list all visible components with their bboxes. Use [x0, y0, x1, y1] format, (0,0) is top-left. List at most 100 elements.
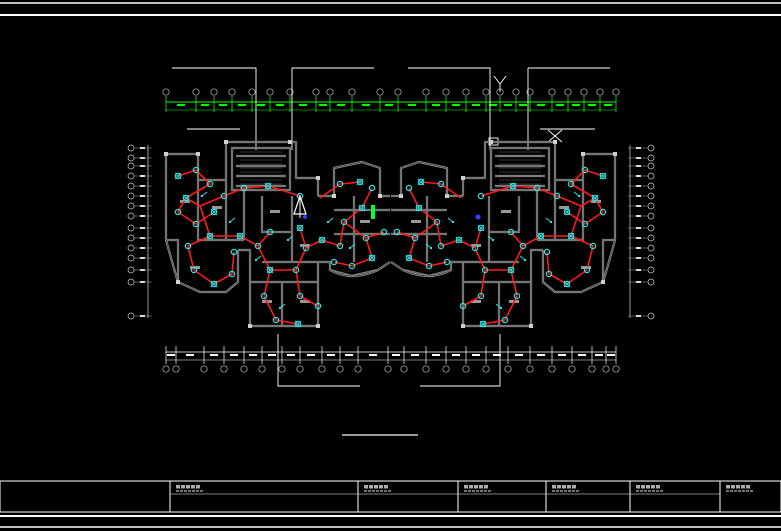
- dim-text-bottom: [210, 354, 218, 356]
- axis-label-right: [636, 215, 641, 217]
- title-block-small-glyph: [568, 490, 571, 492]
- axis-label-right: [636, 227, 641, 229]
- title-block-small-glyph: [384, 490, 387, 492]
- ceiling-light-fixture: [405, 254, 413, 262]
- structural-column: [461, 324, 465, 328]
- axis-label-left: [140, 269, 145, 271]
- ceiling-light-fixture: [192, 166, 200, 174]
- axis-label-right: [636, 165, 641, 167]
- title-block-glyph: [636, 485, 640, 489]
- title-block-small-glyph: [656, 490, 659, 492]
- ceiling-light-fixture: [437, 242, 445, 250]
- axis-label-left: [140, 195, 145, 197]
- ceiling-light-fixture: [318, 236, 326, 244]
- axis-label-left: [140, 157, 145, 159]
- ceiling-light-fixture: [182, 194, 190, 202]
- ceiling-light-fixture: [254, 242, 262, 250]
- ceiling-light-fixture: [417, 178, 425, 186]
- dim-text-bottom: [537, 354, 545, 356]
- axis-bubble-top: [192, 88, 200, 96]
- fixture-cross: [415, 204, 423, 212]
- structural-column: [581, 152, 585, 156]
- axis-bubble-bottom: [354, 365, 362, 373]
- fixture-cross: [206, 232, 214, 240]
- dim-text-bottom: [327, 354, 335, 356]
- ceiling-light-fixture: [340, 218, 348, 226]
- dim-text-top: [319, 104, 327, 106]
- ceiling-light-fixture: [425, 262, 433, 270]
- title-block-small-glyph: [734, 490, 737, 492]
- axis-bubble-top: [312, 88, 320, 96]
- ceiling-light-fixture: [184, 242, 192, 250]
- dim-text-bottom: [369, 354, 377, 356]
- axis-label-left: [140, 281, 145, 283]
- dim-text-top: [588, 104, 596, 106]
- wiring-run: [510, 231, 571, 247]
- dim-text-bottom: [515, 354, 523, 356]
- wall-core: [490, 147, 550, 191]
- fixture-cross: [537, 232, 545, 240]
- fixture-cross: [563, 280, 571, 288]
- title-block-small-glyph: [746, 490, 749, 492]
- dim-text-bottom: [230, 354, 238, 356]
- ceiling-light-fixture: [405, 184, 413, 192]
- axis-bubble-bottom: [526, 365, 534, 373]
- axis-label-right: [636, 281, 641, 283]
- axis-bubble-top: [248, 88, 256, 96]
- title-block-glyph: [736, 485, 740, 489]
- title-block-glyph: [181, 485, 185, 489]
- ceiling-light-fixture: [314, 302, 322, 310]
- ceiling-light-fixture: [356, 178, 364, 186]
- title-block-small-glyph: [648, 490, 651, 492]
- dim-text-top: [489, 104, 497, 106]
- ceiling-light-fixture: [380, 228, 388, 236]
- axis-bubble-top: [596, 88, 604, 96]
- structural-column: [316, 324, 320, 328]
- ceiling-light-fixture: [443, 258, 451, 266]
- ceiling-light-fixture: [206, 232, 214, 240]
- axis-label-left: [140, 215, 145, 217]
- title-block-glyph: [369, 485, 373, 489]
- title-block-small-glyph: [564, 490, 567, 492]
- ceiling-light-fixture: [599, 172, 607, 180]
- title-block-glyph: [186, 485, 190, 489]
- axis-bubble-bottom: [568, 365, 576, 373]
- ceiling-light-fixture: [507, 266, 515, 274]
- dim-text-top: [556, 104, 564, 106]
- title-block-small-glyph: [472, 490, 475, 492]
- wall-core: [602, 239, 616, 283]
- title-block-small-glyph: [376, 490, 379, 492]
- structural-column: [164, 152, 168, 156]
- title-block-glyph: [196, 485, 200, 489]
- structural-column: [553, 140, 557, 144]
- ceiling-light-fixture: [537, 232, 545, 240]
- axis-bubble-top: [612, 88, 620, 96]
- axis-bubble-bottom: [336, 365, 344, 373]
- fixture-cross: [507, 266, 515, 274]
- fixture-cross: [405, 254, 413, 262]
- ceiling-light-fixture: [583, 266, 591, 274]
- axis-bubble-bottom: [384, 365, 392, 373]
- axis-label-right: [636, 175, 641, 177]
- axis-bubble-top: [442, 88, 450, 96]
- title-block-small-glyph: [730, 490, 733, 492]
- title-block-glyph: [557, 485, 561, 489]
- ceiling-light-fixture: [368, 254, 376, 262]
- ceiling-light-fixture: [228, 270, 236, 278]
- ceiling-light-fixture: [519, 242, 527, 250]
- wall-core: [261, 196, 292, 233]
- dim-text-top: [519, 104, 527, 106]
- fixture-cross: [567, 232, 575, 240]
- ceiling-light-fixture: [266, 266, 274, 274]
- axis-label-right: [636, 315, 641, 317]
- ceiling-light-fixture: [260, 292, 268, 300]
- switch-dot: [430, 247, 432, 249]
- title-block-small-glyph: [644, 490, 647, 492]
- structural-column: [378, 194, 382, 198]
- wiring-run: [257, 245, 299, 325]
- dim-text-bottom: [607, 354, 615, 356]
- title-block-small-glyph: [640, 490, 643, 492]
- ceiling-light-fixture: [477, 192, 485, 200]
- dim-text-bottom: [558, 354, 566, 356]
